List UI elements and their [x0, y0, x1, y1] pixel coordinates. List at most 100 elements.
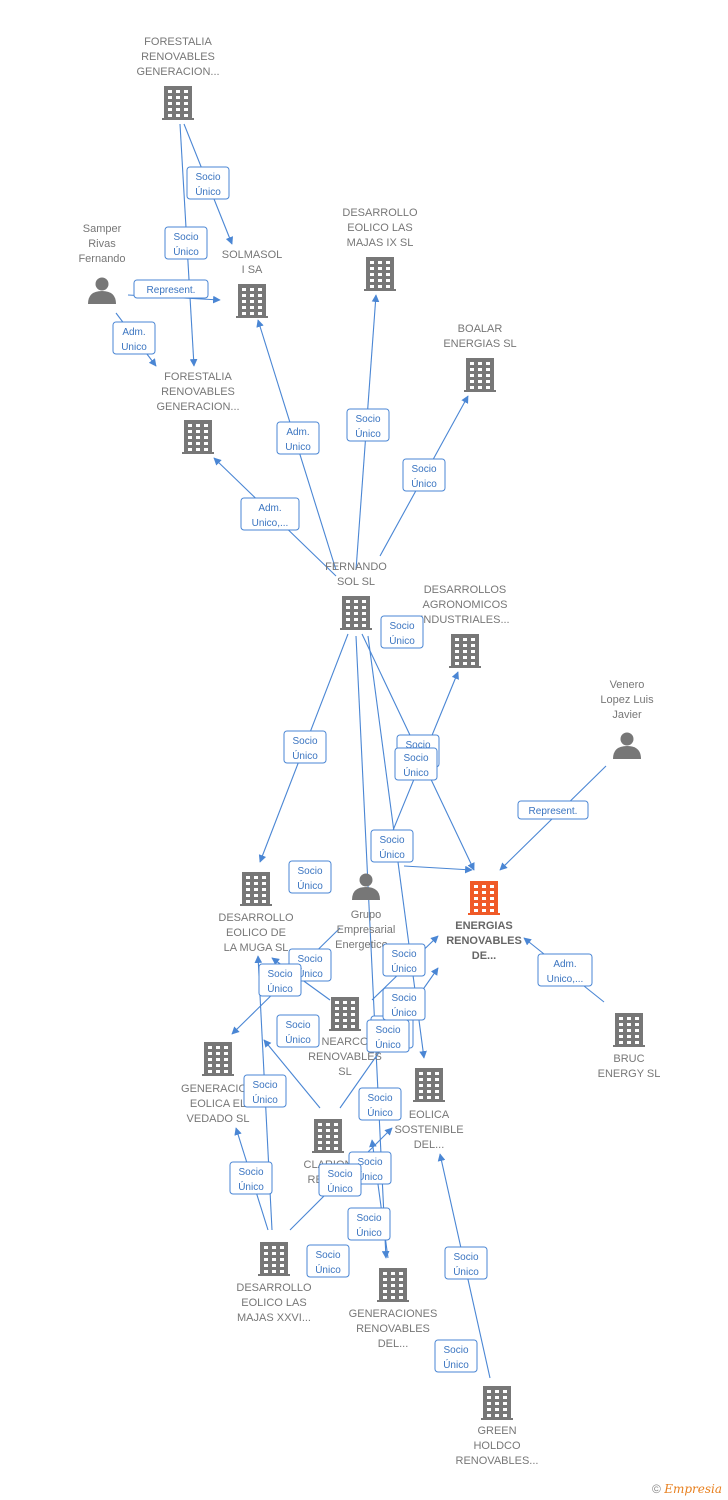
- node-label-line: EOLICO DE: [226, 927, 286, 939]
- node-label-line: DEL...: [378, 1338, 409, 1350]
- node-forestalia2[interactable]: FORESTALIARENOVABLESGENERACION...: [156, 371, 240, 454]
- svg-text:Único: Único: [403, 766, 429, 779]
- node-label-line: ENERGIAS SL: [443, 338, 516, 350]
- node-label-line: SL: [338, 1066, 351, 1078]
- footer-brand[interactable]: © Empresia: [652, 1482, 722, 1496]
- building-icon: [202, 1042, 234, 1076]
- edge-label-bruc-energias[interactable]: Adm.Unico,...: [537, 953, 593, 987]
- svg-text:Único: Único: [375, 1038, 401, 1051]
- svg-text:Único: Único: [379, 848, 405, 861]
- node-label-line: Fernando: [78, 253, 125, 265]
- svg-text:Único: Único: [453, 1265, 479, 1278]
- edge-label-fernando-solmasol[interactable]: Adm.Unico: [276, 421, 320, 455]
- node-fernando[interactable]: FERNANDO SOL SL: [325, 561, 387, 630]
- building-icon: [312, 1119, 344, 1153]
- svg-text:Socio: Socio: [357, 1157, 382, 1168]
- svg-text:Socio: Socio: [356, 1213, 381, 1224]
- node-forestalia1[interactable]: FORESTALIARENOVABLESGENERACION...: [136, 36, 220, 120]
- node-label-line: DESARROLLO: [342, 207, 418, 219]
- svg-text:Unico,...: Unico,...: [547, 974, 584, 985]
- svg-text:Único: Único: [238, 1180, 264, 1193]
- edge-label-fernando-forestalia2[interactable]: Adm.Unico,...: [240, 497, 300, 531]
- node-label-line: GENERACION...: [136, 66, 219, 78]
- node-label-line: DESARROLLO: [236, 1282, 312, 1294]
- svg-text:Socio: Socio: [267, 969, 292, 980]
- node-label-line: FERNANDO: [325, 561, 387, 573]
- building-icon: [329, 997, 361, 1031]
- node-label-line: SOLMASOL: [222, 249, 283, 261]
- svg-text:Represent.: Represent.: [529, 806, 578, 817]
- person-icon: [88, 277, 116, 304]
- svg-text:Unico: Unico: [121, 342, 147, 353]
- node-label-line: DEL...: [414, 1139, 445, 1151]
- node-label-line: RENOVABLES: [356, 1323, 430, 1335]
- svg-text:Único: Único: [327, 1182, 353, 1195]
- node-grupo[interactable]: GrupoEmpresarialEnergetico...: [335, 873, 397, 952]
- node-label-line: EOLICA EL: [190, 1098, 246, 1110]
- svg-text:Socio: Socio: [391, 949, 416, 960]
- svg-text:Socio: Socio: [285, 1020, 310, 1031]
- node-label-line: EOLICO LAS: [241, 1297, 306, 1309]
- node-desagro[interactable]: DESARROLLOSAGRONOMICOSINDUSTRIALES...: [420, 584, 510, 668]
- node-label-line: AGRONOMICOS: [423, 599, 508, 611]
- edge-clarion-muga: [263, 1039, 321, 1109]
- node-generaciones[interactable]: GENERACIONES RENOVABLES DEL...: [349, 1268, 438, 1350]
- svg-text:Único: Único: [315, 1263, 341, 1276]
- node-eolica[interactable]: EOLICASOSTENIBLEDEL...: [394, 1068, 464, 1151]
- svg-text:Único: Único: [357, 1170, 383, 1183]
- node-label-line: RENOVABLES: [141, 51, 215, 63]
- svg-text:Único: Único: [173, 245, 199, 258]
- node-energias[interactable]: ENERGIASRENOVABLESDE...: [446, 881, 522, 962]
- node-label-line: NEARCO: [321, 1036, 369, 1048]
- node-green[interactable]: GREENHOLDCORENOVABLES...: [456, 1386, 539, 1467]
- node-label-line: Rivas: [88, 238, 116, 250]
- svg-text:Adm.: Adm.: [122, 327, 145, 338]
- node-label-line: Venero: [610, 679, 645, 691]
- node-label-line: Lopez Luis: [600, 694, 654, 706]
- edge-label-venero-energias[interactable]: Represent.: [517, 800, 589, 820]
- svg-text:Único: Único: [391, 1006, 417, 1019]
- node-label-line: LA MUGA SL: [224, 942, 289, 954]
- edge-label-samper-forestalia2[interactable]: Adm. Unico: [112, 321, 156, 355]
- svg-text:Socio: Socio: [297, 954, 322, 965]
- node-label-line: SOL SL: [337, 576, 375, 588]
- edge-label-samper-solmasol[interactable]: Represent.: [133, 279, 209, 299]
- building-icon: [449, 634, 481, 668]
- svg-text:Socio: Socio: [252, 1080, 277, 1091]
- node-label-line: GENERACIONES: [349, 1308, 438, 1320]
- svg-text:Socio: Socio: [379, 835, 404, 846]
